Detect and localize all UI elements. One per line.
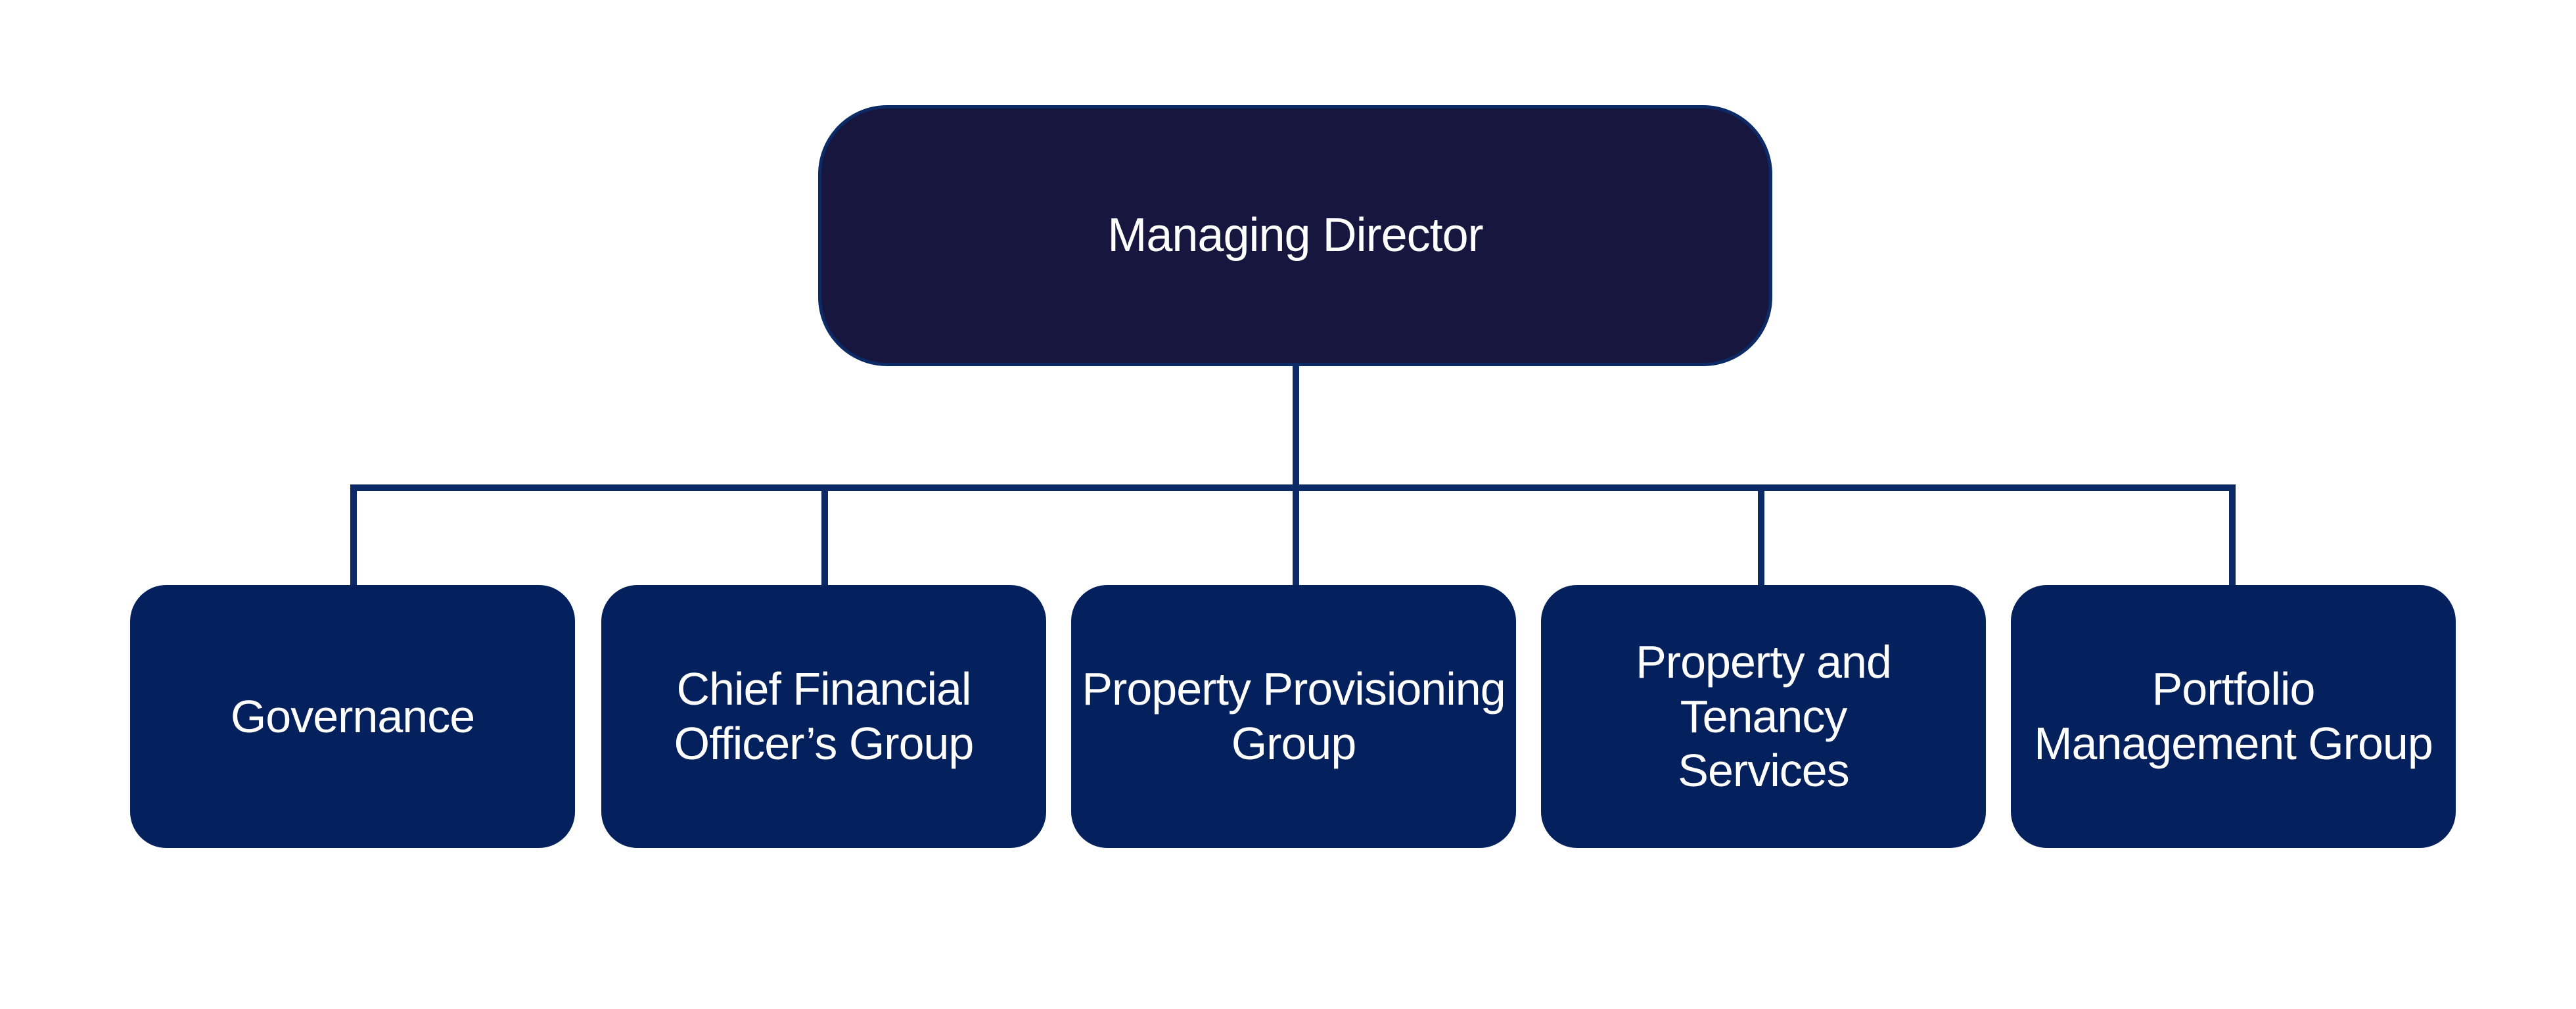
- property-tenancy-label-line-2: Services: [1678, 745, 1849, 797]
- managing-director-box: Managing Director: [818, 105, 1772, 366]
- cfo-group-box: Chief Financial Officer’s Group: [601, 585, 1046, 848]
- portfolio-management-box: Portfolio Management Group: [2011, 585, 2456, 848]
- portfolio-management-label-line-2: Management Group: [2034, 718, 2433, 769]
- managing-director-label: Managing Director: [1107, 209, 1483, 262]
- governance-label: Governance: [230, 690, 475, 742]
- property-tenancy-label-line-1: Property and Tenancy: [1636, 636, 1892, 742]
- cfo-group-label-line-1: Chief Financial: [676, 663, 971, 715]
- cfo-group-label-line-2: Officer’s Group: [674, 718, 975, 769]
- property-provisioning-label-line-1: Property Provisioning: [1082, 663, 1506, 715]
- property-provisioning-label-line-2: Group: [1231, 718, 1357, 769]
- governance-box: Governance: [130, 585, 575, 848]
- property-tenancy-box: Property and Tenancy Services: [1541, 585, 1986, 848]
- property-provisioning-box: Property Provisioning Group: [1071, 585, 1516, 848]
- portfolio-management-label-line-1: Portfolio: [2151, 663, 2316, 715]
